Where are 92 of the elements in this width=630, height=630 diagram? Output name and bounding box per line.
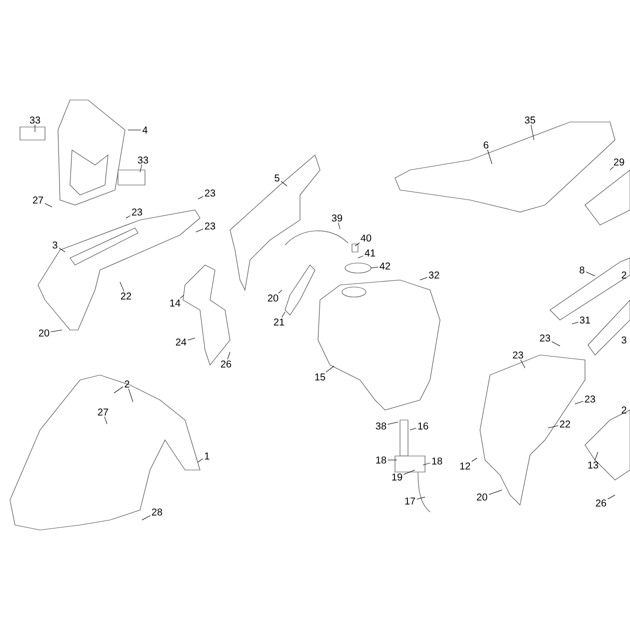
callout-number: 32	[428, 271, 440, 279]
leader-line	[114, 386, 124, 394]
leader-line	[128, 388, 134, 402]
callout-number: 15	[315, 374, 326, 380]
callout-number: 31	[580, 316, 590, 324]
leader-line	[198, 458, 204, 462]
callout-number: 2	[622, 272, 626, 278]
leader-line	[586, 272, 596, 276]
leader-line	[487, 150, 492, 164]
callout-number: 14	[170, 300, 180, 306]
leader-line	[548, 425, 558, 428]
leader-line	[280, 180, 288, 186]
callout-number: 18	[376, 456, 386, 464]
callout-number: 20	[38, 329, 50, 337]
callout-number: 33	[30, 116, 40, 124]
leader-line	[50, 330, 62, 332]
leader-line	[552, 341, 560, 346]
leader-line	[354, 242, 360, 246]
leader-line	[608, 494, 616, 500]
callout-number: 21	[274, 318, 284, 326]
callout-number: 4	[142, 126, 148, 134]
callout-number: 16	[418, 422, 428, 430]
callout-number: 3	[622, 336, 626, 344]
leader-line	[404, 470, 416, 475]
callout-number: 6	[484, 141, 488, 149]
callout-number: 26	[596, 499, 606, 507]
leader-line	[358, 256, 364, 258]
callout-number: 13	[588, 461, 598, 469]
callout-number: 20	[268, 294, 278, 302]
callout-number: 22	[120, 292, 132, 300]
callout-number: 27	[32, 196, 44, 204]
callout-number: 23	[584, 395, 596, 403]
callout-number: 20	[476, 493, 488, 501]
leader-line	[188, 338, 196, 340]
callout-number: 35	[524, 116, 536, 124]
leader-line	[198, 196, 204, 200]
leader-line	[572, 322, 578, 324]
callout-number: 12	[460, 462, 470, 470]
callout-number: 22	[560, 420, 570, 428]
callout-number: 42	[380, 262, 390, 270]
leader-line	[126, 215, 130, 218]
callout-number: 5	[274, 174, 280, 182]
leader-line	[326, 366, 334, 373]
callout-number: 18	[432, 457, 442, 465]
leader-line	[196, 228, 204, 232]
callout-number: 41	[364, 250, 376, 256]
leader-line	[278, 290, 282, 294]
leader-line	[282, 312, 286, 318]
callout-number: 23	[132, 208, 142, 216]
callout-number: 26	[220, 360, 232, 368]
leader-line	[180, 294, 184, 299]
callout-number: 29	[614, 158, 624, 166]
callout-number: 24	[176, 338, 186, 346]
callout-number: 28	[152, 508, 162, 516]
callout-number: 23	[512, 351, 524, 359]
leader-line	[520, 360, 526, 368]
callout-number: 2	[124, 380, 130, 388]
leader-line	[140, 164, 142, 172]
callout-number: 23	[540, 334, 550, 342]
callout-number: 17	[405, 498, 416, 504]
callout-number: 2	[622, 406, 626, 414]
callout-number: 3	[52, 241, 58, 249]
callout-number: 23	[204, 189, 216, 197]
leader-line	[472, 458, 478, 462]
leader-line	[574, 401, 584, 404]
callout-number: 39	[332, 214, 342, 222]
leader-line	[594, 452, 598, 461]
leader-line	[422, 462, 430, 466]
callout-number: 27	[98, 408, 108, 416]
leader-line	[488, 490, 502, 495]
leader-line	[142, 515, 150, 520]
leader-line	[104, 416, 108, 424]
leader-line	[370, 266, 378, 268]
leader-line	[338, 222, 340, 230]
leader-line	[388, 422, 398, 425]
callout-number: 19	[392, 473, 402, 481]
callout-number: 1	[205, 452, 210, 460]
leader-line	[227, 352, 230, 360]
callout-number: 23	[204, 222, 216, 230]
leader-line	[34, 124, 36, 132]
callout-number: 33	[138, 156, 148, 164]
leader-line	[610, 166, 614, 170]
callout-number: 8	[580, 266, 584, 274]
leader-line	[420, 277, 428, 280]
leader-line	[44, 203, 52, 208]
callout-number: 38	[376, 422, 386, 430]
leader-line	[530, 124, 534, 140]
leader-line	[120, 282, 124, 292]
callout-number: 40	[360, 234, 372, 242]
leader-line	[410, 428, 416, 430]
leader-line	[416, 496, 426, 500]
leader-line	[58, 248, 66, 252]
